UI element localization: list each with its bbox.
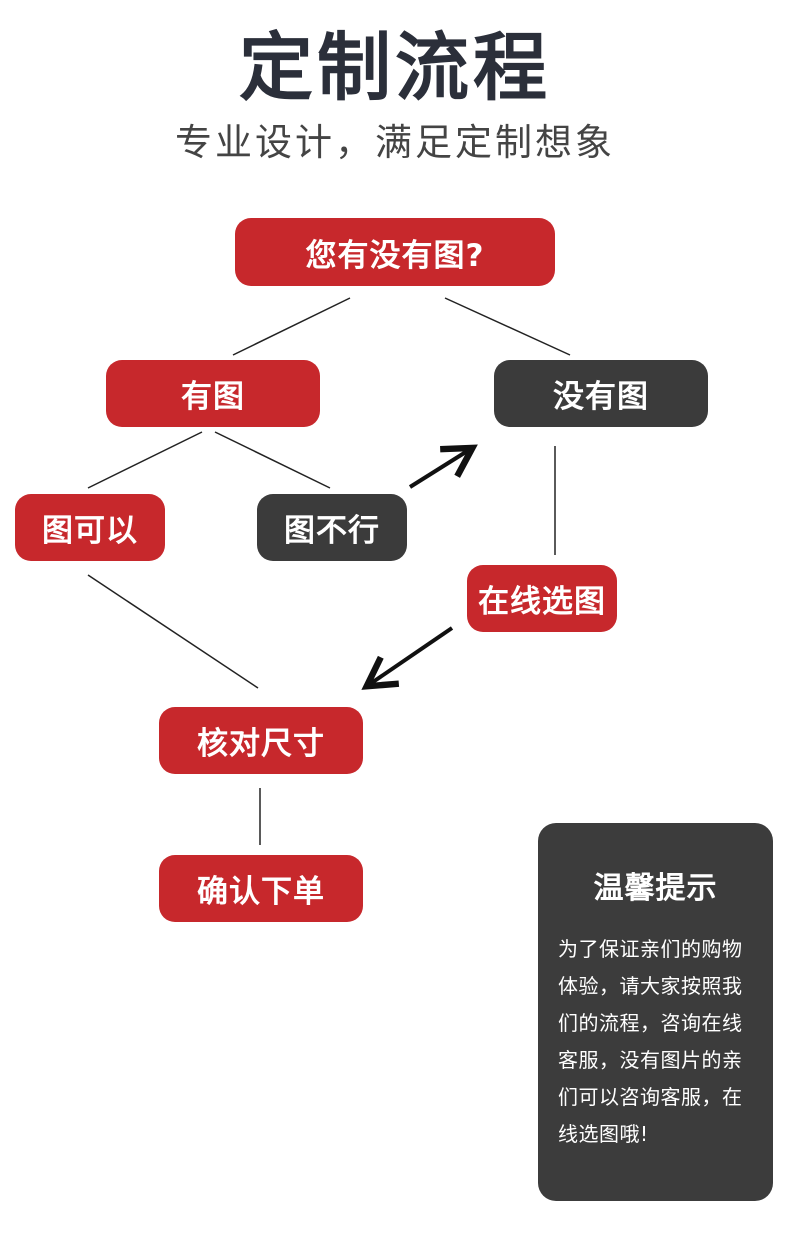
no-image-node: 没有图 bbox=[494, 360, 708, 427]
arrow-online-to-check bbox=[361, 626, 454, 690]
arrow-not-ok-to-no-image bbox=[408, 444, 478, 489]
image-ok-node: 图可以 bbox=[15, 494, 165, 561]
online-select-node: 在线选图 bbox=[467, 565, 617, 632]
has-image-node: 有图 bbox=[106, 360, 320, 427]
image-not-ok-node: 图不行 bbox=[257, 494, 407, 561]
connector-has-image-ok bbox=[87, 431, 203, 489]
connector-has-image-not-ok bbox=[214, 431, 331, 489]
tip-panel: 温馨提示 为了保证亲们的购物体验，请大家按照我们的流程，咨询在线客服，没有图片的… bbox=[538, 823, 773, 1201]
page-subtitle: 专业设计，满足定制想象 bbox=[175, 121, 615, 164]
page-title: 定制流程 bbox=[239, 25, 551, 111]
connector-question-no-image bbox=[444, 297, 571, 356]
connector-question-has-image bbox=[232, 297, 351, 356]
tip-title: 温馨提示 bbox=[593, 871, 718, 906]
connector-image-ok-check bbox=[87, 574, 259, 689]
question-node: 您有没有图? bbox=[235, 218, 555, 286]
confirm-order-node: 确认下单 bbox=[159, 855, 363, 922]
tip-body: 为了保证亲们的购物体验，请大家按照我们的流程，咨询在线客服，没有图片的亲们可以咨… bbox=[558, 937, 743, 1146]
check-size-node: 核对尺寸 bbox=[159, 707, 363, 774]
